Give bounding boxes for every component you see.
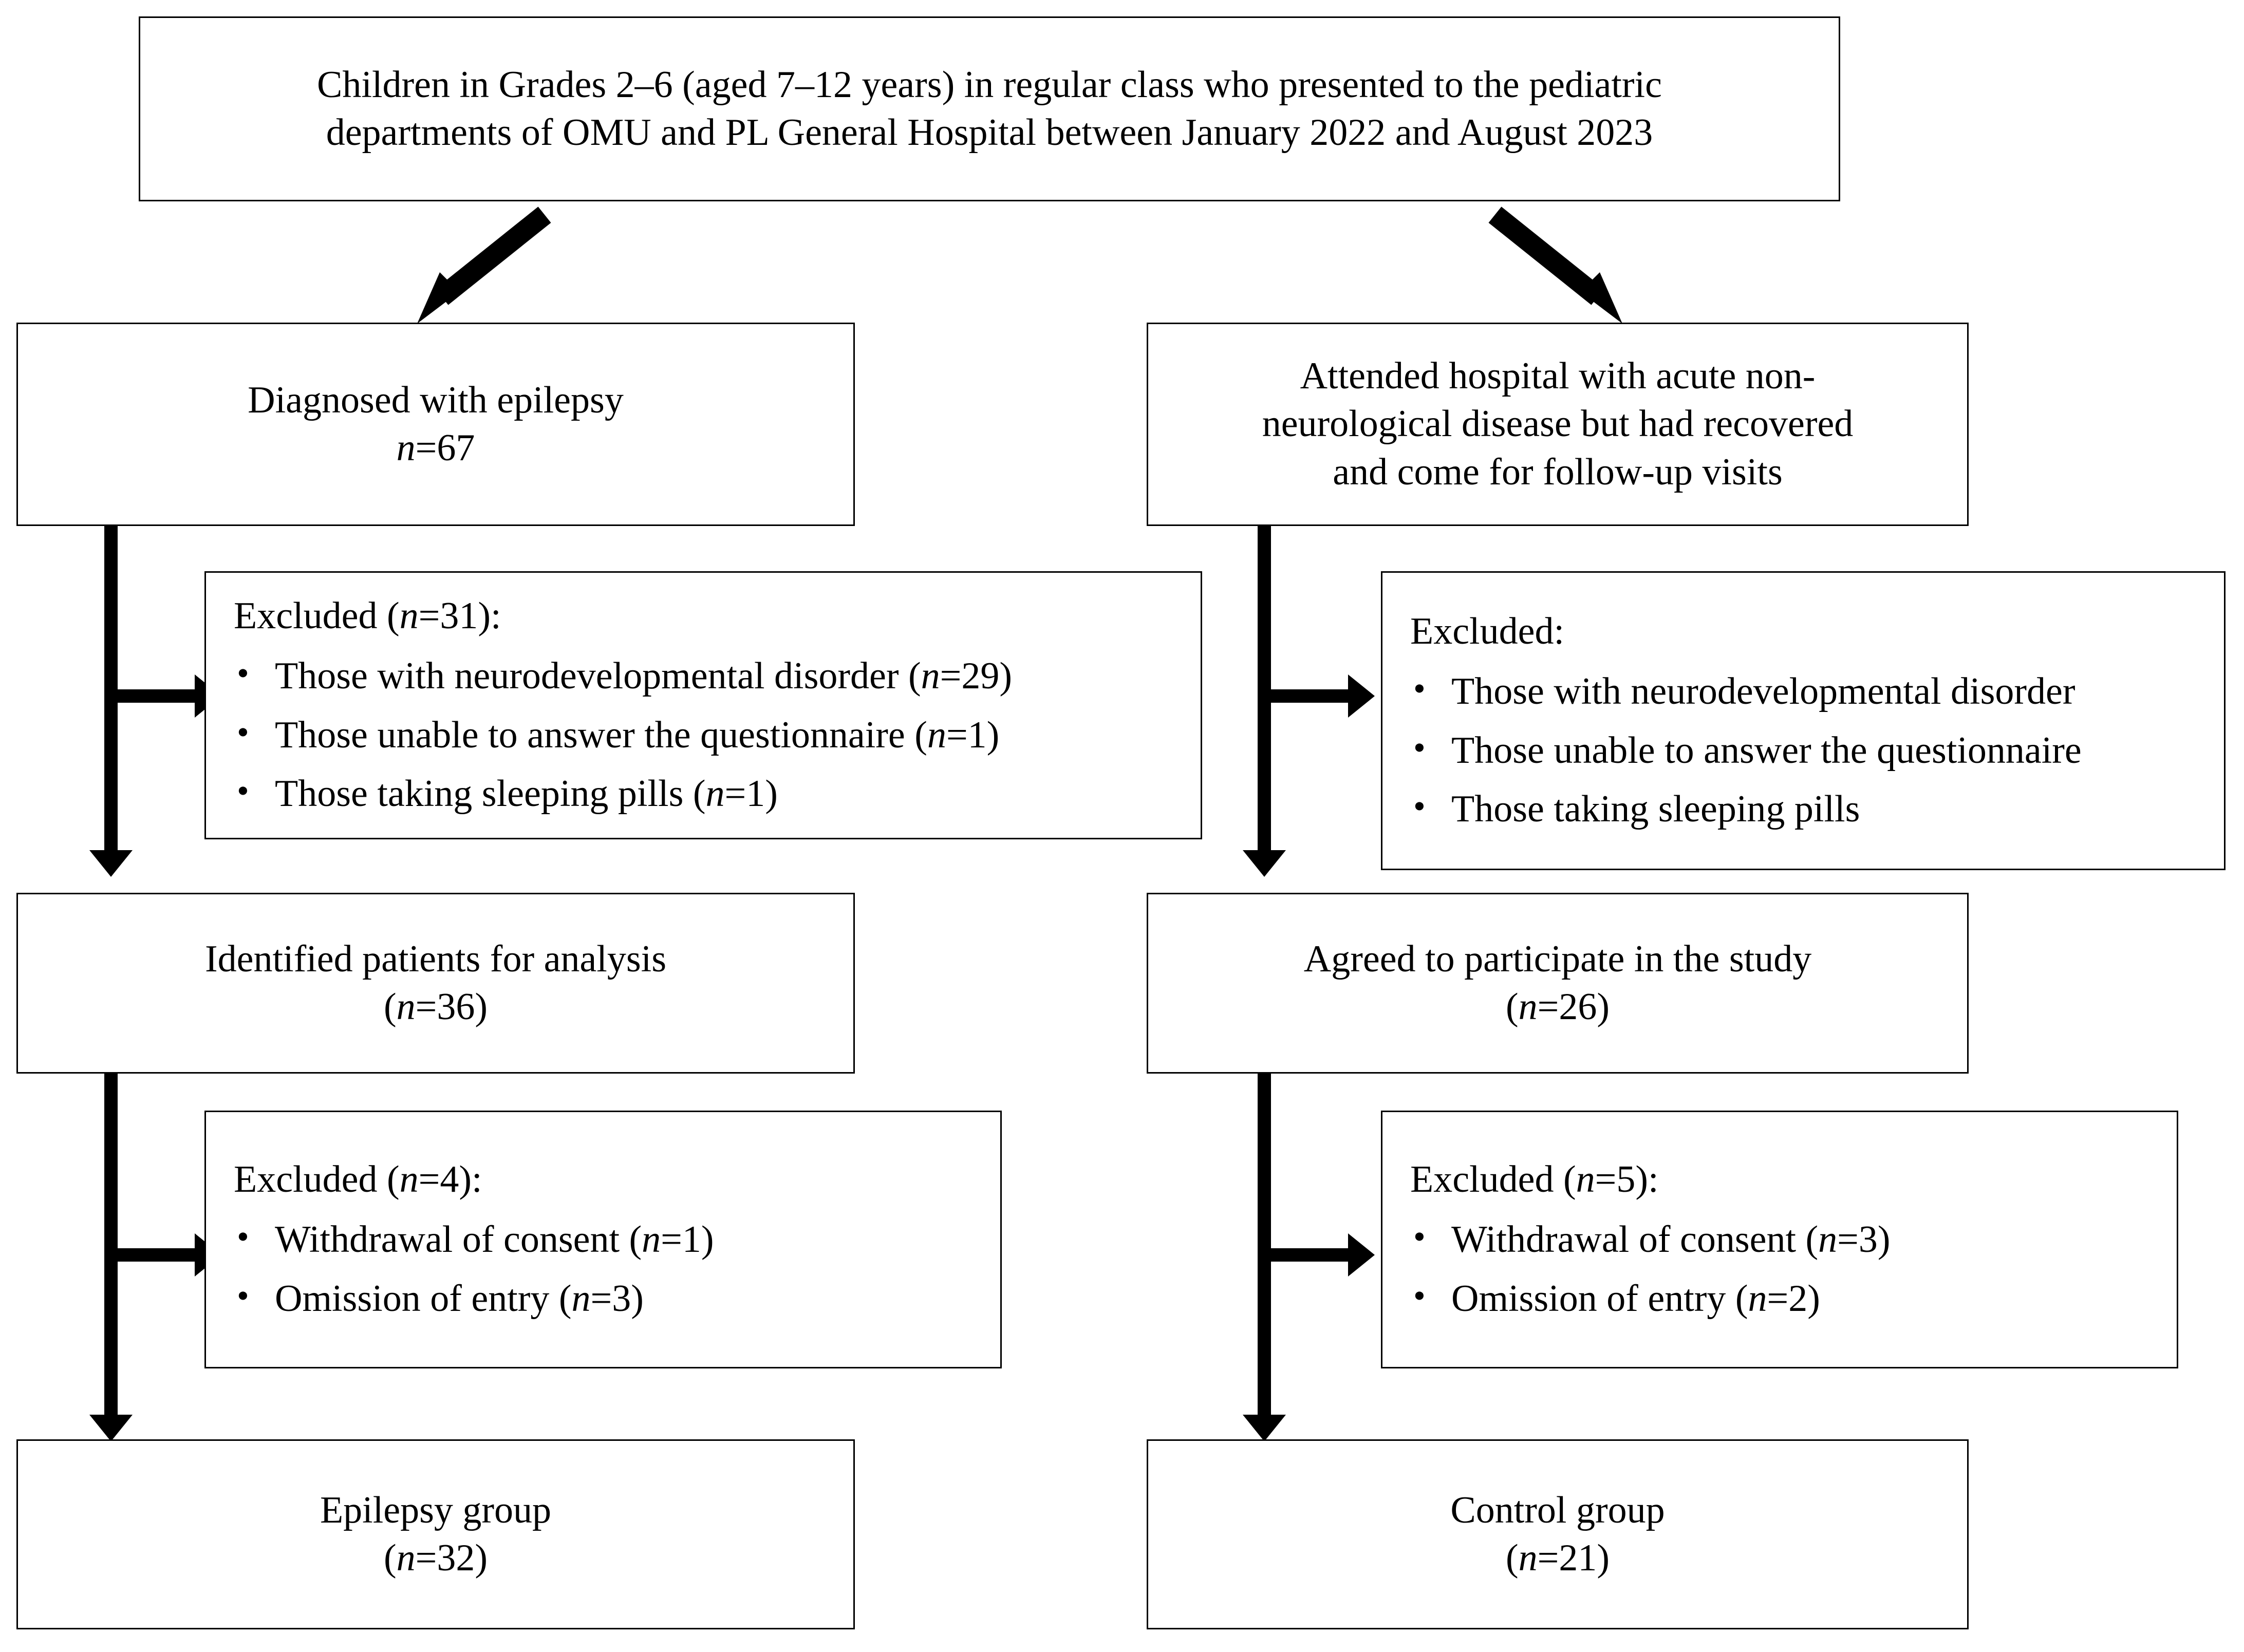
list-item: Withdrawal of consent (n=1) — [234, 1214, 714, 1264]
right-connector-2-stem — [1258, 1074, 1271, 1417]
list-item: Those taking sleeping pills (n=1) — [234, 768, 1012, 818]
list-item: Those with neurodevelopmental disorder — [1410, 666, 2082, 716]
right-final-count: (n=21) — [1505, 1537, 1610, 1579]
right-exclusion-1-title: Excluded: — [1410, 610, 1565, 653]
left-exclusion-1-title: Excluded (n=31): — [234, 595, 501, 637]
left-exclusion-1-list: Those with neurodevelopmental disorder (… — [206, 650, 1012, 818]
right-identified-box: Agreed to participate in the study (n=26… — [1147, 893, 1969, 1074]
right-eligible-box: Attended hospital with acute non- neurol… — [1147, 323, 1969, 526]
right-exclusion-2-list: Withdrawal of consent (n=3) Omission of … — [1382, 1214, 1891, 1323]
right-connector-1-stem — [1258, 526, 1271, 852]
right-branch-1-arrowhead — [1348, 674, 1375, 718]
left-exclusion-1-box: Excluded (n=31): Those with neurodevelop… — [204, 571, 1202, 839]
source-line-2: departments of OMU and PL General Hospit… — [326, 111, 1653, 154]
left-identified-box: Identified patients for analysis (n=36) — [16, 893, 855, 1074]
list-item: Withdrawal of consent (n=3) — [1410, 1214, 1891, 1264]
right-eligible-line-3: and come for follow-up visits — [1333, 450, 1783, 493]
right-identified-count: (n=26) — [1505, 986, 1610, 1028]
left-final-box: Epilepsy group (n=32) — [16, 1439, 855, 1629]
left-eligible-title: Diagnosed with epilepsy — [248, 379, 624, 421]
list-item: Those with neurodevelopmental disorder (… — [234, 650, 1012, 701]
left-identified-count: (n=36) — [383, 986, 488, 1028]
right-eligible-line-1: Attended hospital with acute non- — [1300, 355, 1816, 398]
right-exclusion-1-box: Excluded: Those with neurodevelopmental … — [1381, 571, 2226, 870]
left-branch-2-stem — [118, 1248, 204, 1262]
left-connector-1-stem — [104, 526, 118, 852]
left-eligible-count: n=67 — [396, 427, 475, 469]
right-connector-1-arrowhead — [1243, 850, 1286, 877]
right-exclusion-2-box: Excluded (n=5): Withdrawal of consent (n… — [1381, 1111, 2178, 1368]
right-branch-2-stem — [1271, 1248, 1357, 1262]
left-final-title: Epilepsy group — [320, 1489, 552, 1531]
right-branch-1-stem — [1271, 689, 1357, 703]
left-identified-title: Identified patients for analysis — [204, 937, 666, 980]
list-item: Omission of entry (n=2) — [1410, 1273, 1891, 1323]
right-exclusion-1-list: Those with neurodevelopmental disorder T… — [1382, 666, 2082, 834]
list-item: Those unable to answer the questionnaire — [1410, 725, 2082, 775]
left-connector-1-arrowhead — [89, 850, 133, 877]
right-final-title: Control group — [1450, 1489, 1665, 1531]
list-item: Those taking sleeping pills — [1410, 783, 2082, 834]
right-branch-2-arrowhead — [1348, 1233, 1375, 1276]
source-line-1: Children in Grades 2–6 (aged 7–12 years)… — [317, 63, 1662, 106]
left-connector-2-stem — [104, 1074, 118, 1417]
right-identified-title: Agreed to participate in the study — [1303, 937, 1812, 980]
left-final-count: (n=32) — [383, 1537, 488, 1579]
list-item: Omission of entry (n=3) — [234, 1273, 714, 1323]
source-population-box: Children in Grades 2–6 (aged 7–12 years)… — [139, 16, 1840, 201]
list-item: Those unable to answer the questionnaire… — [234, 709, 1012, 760]
left-branch-1-stem — [118, 689, 204, 703]
left-eligible-box: Diagnosed with epilepsy n=67 — [16, 323, 855, 526]
right-eligible-line-2: neurological disease but had recovered — [1262, 403, 1854, 445]
right-connector-2-arrowhead — [1243, 1415, 1286, 1441]
right-exclusion-2-title: Excluded (n=5): — [1410, 1158, 1659, 1201]
right-final-box: Control group (n=21) — [1147, 1439, 1969, 1629]
left-exclusion-2-box: Excluded (n=4): Withdrawal of consent (n… — [204, 1111, 1002, 1368]
left-exclusion-2-title: Excluded (n=4): — [234, 1158, 482, 1201]
left-connector-2-arrowhead — [89, 1415, 133, 1441]
left-exclusion-2-list: Withdrawal of consent (n=1) Omission of … — [206, 1214, 714, 1323]
split-arrow-right — [1488, 206, 1622, 324]
split-arrow-left — [417, 206, 551, 324]
